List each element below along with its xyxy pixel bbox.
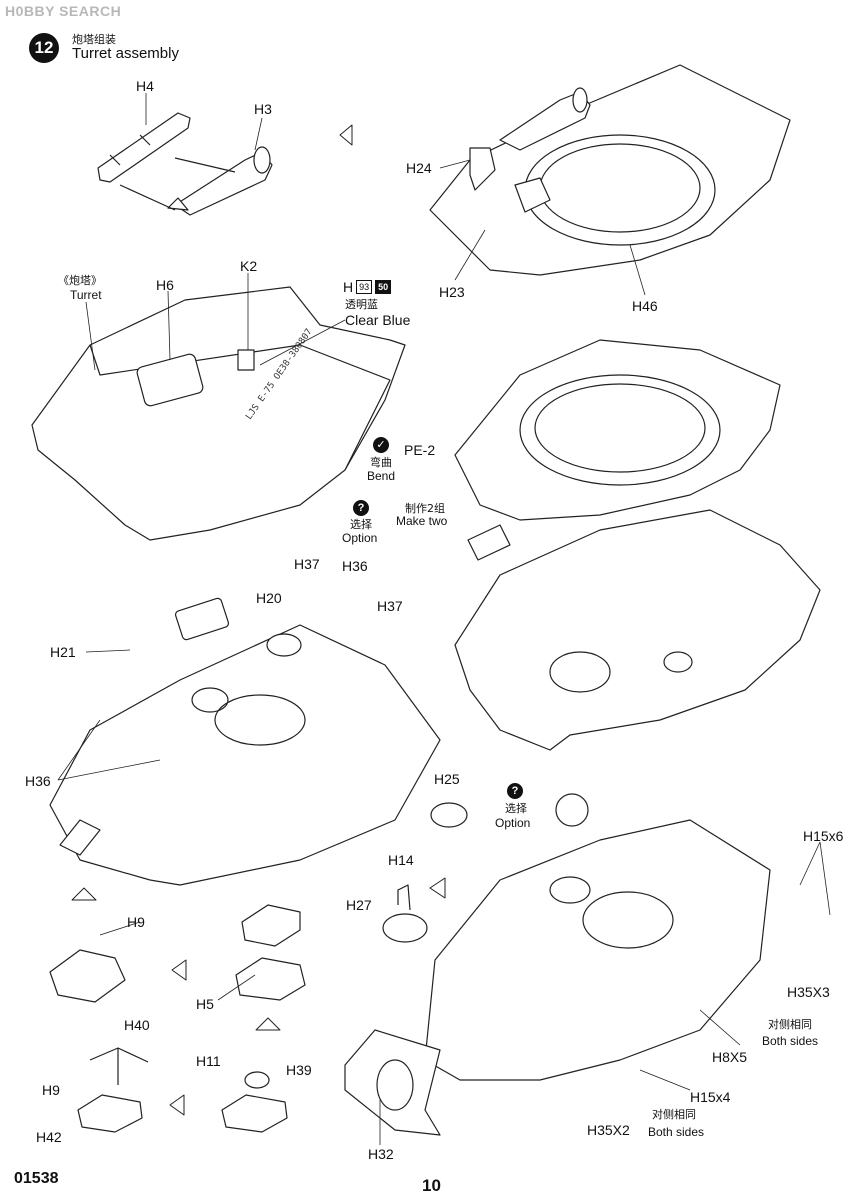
check-mark-icon: ✓ [373, 437, 389, 453]
label-option2-cn: 选择 [505, 802, 527, 815]
label-h3: H3 [254, 101, 272, 117]
part-h46 [429, 64, 791, 276]
part-h25-h27 [382, 793, 589, 943]
label-h39: H39 [286, 1062, 312, 1078]
h-part-number: H 93 50 [343, 279, 392, 295]
label-turret-cn: 《炮塔》 [58, 274, 102, 287]
part-upper-turret [454, 339, 781, 521]
label-both-sides2-cn: 对侧相同 [652, 1108, 696, 1121]
step-title-en: Turret assembly [72, 45, 179, 62]
label-h11: H11 [196, 1053, 221, 1069]
label-h25: H25 [434, 771, 460, 787]
label-h40: H40 [124, 1017, 150, 1033]
part-assembled-turret-right [344, 819, 771, 1136]
question-mark-icon: ? [353, 500, 369, 516]
h-part-num-1: 93 [356, 280, 373, 294]
label-h5: H5 [196, 996, 214, 1012]
label-h15x4: H15x4 [690, 1089, 731, 1105]
label-h14: H14 [388, 852, 414, 868]
label-h37-b: H37 [377, 598, 403, 614]
label-h46: H46 [632, 298, 658, 314]
label-h32: H32 [368, 1146, 394, 1162]
label-h9-b: H9 [42, 1082, 60, 1098]
label-h4: H4 [136, 78, 154, 94]
label-option1-en: Option [342, 531, 378, 545]
label-pe2: PE-2 [404, 442, 436, 458]
leader-lines [57, 93, 831, 1145]
label-h6: H6 [156, 277, 174, 293]
label-clear-blue-cn: 透明蓝 [345, 298, 378, 311]
label-h24: H24 [406, 160, 432, 176]
h-part-letter: H [343, 279, 354, 295]
label-make-two-cn: 制作2组 [405, 502, 445, 515]
part-turret-shell [31, 286, 406, 541]
label-h8x5: H8X5 [712, 1049, 748, 1065]
label-both-sides1-en: Both sides [762, 1034, 819, 1048]
kit-number: 01538 [14, 1170, 59, 1187]
question-mark-icon-2: ? [507, 783, 523, 799]
label-clear-blue-en: Clear Blue [345, 312, 411, 328]
label-option2-en: Option [495, 816, 531, 830]
label-both-sides1-cn: 对侧相同 [768, 1018, 812, 1031]
label-both-sides2-en: Both sides [648, 1125, 705, 1139]
step-number-badge: 12 [29, 33, 59, 63]
label-option1-cn: 选择 [350, 518, 372, 531]
flow-arrows [71, 124, 446, 1116]
label-h36-a: H36 [342, 558, 368, 574]
label-h35x3: H35X3 [787, 984, 830, 1000]
part-lower-turret [454, 509, 821, 751]
label-h20: H20 [256, 590, 282, 606]
label-h9-a: H9 [127, 914, 145, 930]
label-make-two-en: Make two [396, 514, 448, 528]
label-bend-en: Bend [367, 469, 396, 483]
page-number: 10 [422, 1176, 441, 1195]
label-k2: K2 [240, 258, 258, 274]
label-h36-b: H36 [25, 773, 51, 789]
step-title-cn: 炮塔组装 [72, 33, 116, 46]
label-h35x2: H35X2 [587, 1122, 630, 1138]
label-h23: H23 [439, 284, 465, 300]
h-part-num-2: 50 [375, 280, 392, 294]
label-h27: H27 [346, 897, 372, 913]
label-h21: H21 [50, 644, 76, 660]
label-bend-cn: 弯曲 [370, 456, 392, 469]
label-h37-a: H37 [294, 556, 320, 572]
label-h15x6: H15x6 [803, 828, 844, 844]
label-h42: H42 [36, 1129, 62, 1145]
watermark: H0BBY SEARCH [5, 3, 122, 19]
part-assembled-turret-left [49, 597, 441, 886]
part-hatches [49, 904, 306, 1133]
label-turret-en: Turret [70, 288, 102, 302]
part-h4-h3 [97, 112, 273, 216]
